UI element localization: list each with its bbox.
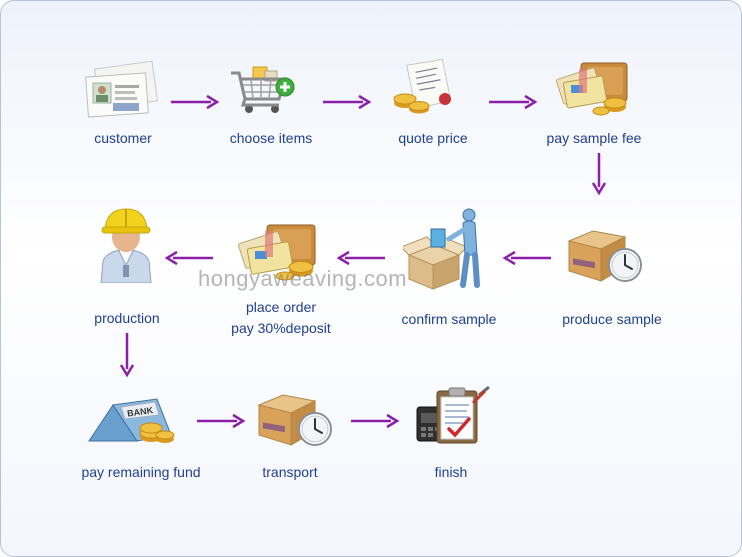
step-label-place-order: place order <box>245 299 317 315</box>
svg-text:BANK: BANK <box>127 405 155 419</box>
step-label-finish: finish <box>434 464 468 480</box>
arrow-produce-sample-to-confirm-sample <box>502 250 551 266</box>
step-label-produce-sample: produce sample <box>562 311 662 327</box>
step-label-pay-sample-fee: pay sample fee <box>546 130 642 146</box>
shopping-cart-icon <box>231 66 295 113</box>
clipboard-checklist-icon <box>416 385 490 444</box>
arrow-place-order-to-production <box>164 250 213 266</box>
step-label-place-order-deposit: pay 30%deposit <box>231 320 331 336</box>
bank-coins-icon: BANK <box>88 398 175 443</box>
arrow-production-to-pay-remaining-fund <box>119 333 135 378</box>
arrow-choose-items-to-quote-price <box>323 94 372 110</box>
wallet-cards-coins-icon <box>238 224 316 281</box>
step-label-customer: customer <box>94 130 152 146</box>
arrow-pay-remaining-fund-to-transport <box>197 413 246 429</box>
step-label-quote-price: quote price <box>398 130 468 146</box>
arrow-pay-sample-fee-to-produce-sample <box>591 153 607 196</box>
step-label-transport: transport <box>262 464 318 480</box>
arrow-confirm-sample-to-place-order <box>336 250 385 266</box>
invoice-coins-icon <box>393 59 452 114</box>
step-label-confirm-sample: confirm sample <box>401 311 497 327</box>
worker-hardhat-icon <box>100 208 152 283</box>
box-clock-icon <box>257 394 332 446</box>
id-card-documents-icon <box>85 60 159 118</box>
step-label-production: production <box>94 310 160 326</box>
arrow-customer-to-choose-items <box>171 94 220 110</box>
arrow-quote-price-to-pay-sample-fee <box>489 94 538 110</box>
step-label-choose-items: choose items <box>229 130 313 146</box>
watermark: hongyaweaving.com <box>198 266 408 291</box>
worker-computer-box-icon <box>403 208 480 290</box>
wallet-cards-coins-icon <box>555 62 628 116</box>
step-label-pay-remaining-fund: pay remaining fund <box>81 464 201 480</box>
arrow-transport-to-finish <box>351 413 400 429</box>
box-clock-icon <box>567 230 642 282</box>
